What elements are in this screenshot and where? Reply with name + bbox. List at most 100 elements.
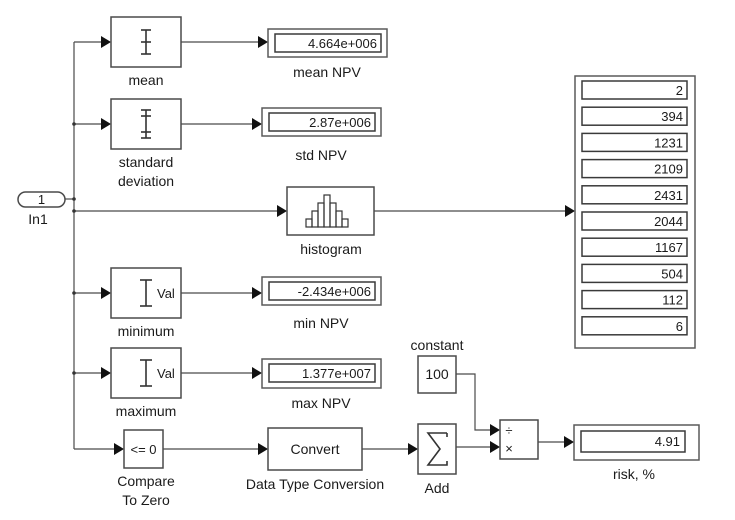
inport-in1[interactable]: 1 In1: [17, 191, 66, 227]
add-block-body[interactable]: [417, 423, 457, 475]
minimum-block[interactable]: Val minimum: [110, 267, 182, 339]
arrow-icon: [277, 205, 287, 217]
arrow-icon: [565, 205, 575, 217]
junction-dot: [72, 197, 76, 201]
display-field: [268, 363, 376, 383]
constant-block[interactable]: constant 100: [411, 337, 464, 394]
display-field: [580, 430, 686, 453]
histogram-count-field: [581, 80, 688, 100]
arrow-icon: [101, 118, 111, 130]
std-npv-value: 2.87e+006: [309, 115, 371, 130]
arrow-icon: [408, 443, 418, 455]
minimum-label: minimum: [118, 323, 175, 339]
signal-lines: [65, 41, 567, 450]
histogram-count-field: [581, 158, 688, 179]
arrow-icon: [101, 367, 111, 379]
min-npv-value: -2.434e+006: [298, 284, 371, 299]
display-field: [274, 33, 382, 53]
histogram-icon: [305, 194, 349, 228]
max-npv-label: max NPV: [291, 395, 351, 411]
minimum-icon-text: Val: [157, 286, 175, 301]
inport-label: In1: [28, 211, 48, 227]
constant-label: constant: [411, 337, 464, 353]
std-block-body[interactable]: [110, 98, 182, 150]
std-label-line2: deviation: [118, 173, 174, 189]
std-npv-label: std NPV: [295, 147, 347, 163]
histogram-count-value: 2044: [654, 214, 683, 229]
std-icon: [141, 109, 151, 139]
histogram-count-value: 2: [676, 83, 683, 98]
histogram-count-field: [581, 237, 688, 257]
constant-block-body[interactable]: [417, 355, 457, 394]
compare-block-body[interactable]: [123, 429, 164, 469]
histogram-count-field: [581, 263, 688, 284]
junction-dot: [72, 209, 76, 213]
convert-label: Data Type Conversion: [246, 476, 384, 492]
compare-icon-text: <= 0: [130, 442, 156, 457]
compare-to-zero-block[interactable]: <= 0 Compare To Zero: [117, 429, 175, 508]
inport-shape[interactable]: [17, 191, 66, 208]
maximum-label: maximum: [116, 403, 177, 419]
convert-block-body[interactable]: [267, 427, 363, 471]
arrow-icon: [490, 441, 500, 453]
display-risk[interactable]: 4.91 risk, %: [573, 424, 700, 482]
arrow-icon: [252, 287, 262, 299]
max-npv-value: 1.377e+007: [302, 366, 371, 381]
display-min-npv[interactable]: -2.434e+006 min NPV: [261, 276, 382, 331]
arrow-icon: [101, 36, 111, 48]
product-block-body[interactable]: [499, 419, 539, 460]
arrow-icon: [252, 118, 262, 130]
histogram-count-value: 394: [661, 109, 683, 124]
divide-icon: ÷: [505, 423, 512, 438]
std-label-line1: standard: [119, 154, 173, 170]
product-block[interactable]: ÷ ×: [499, 419, 539, 460]
display-std-npv[interactable]: 2.87e+006 std NPV: [261, 107, 382, 163]
mean-npv-value: 4.664e+006: [308, 36, 377, 51]
arrow-icon: [114, 443, 124, 455]
histogram-block[interactable]: histogram: [286, 186, 375, 257]
histogram-count-field: [581, 289, 688, 310]
add-label: Add: [425, 480, 450, 496]
junction-dot: [72, 291, 76, 295]
histogram-count-value: 1167: [655, 240, 683, 255]
data-type-conversion-block[interactable]: Convert Data Type Conversion: [246, 427, 384, 492]
display-field: [268, 281, 376, 301]
mean-npv-label: mean NPV: [293, 64, 361, 80]
histogram-count-value: 1231: [654, 135, 683, 150]
risk-label: risk, %: [613, 466, 655, 482]
maximum-block[interactable]: Val maximum: [110, 347, 182, 419]
display-max-npv[interactable]: 1.377e+007 max NPV: [261, 358, 382, 411]
min-npv-label: min NPV: [293, 315, 349, 331]
arrow-icon: [258, 36, 268, 48]
arrow-icon: [564, 436, 574, 448]
max-icon: [140, 359, 152, 387]
histogram-count-field: [581, 106, 688, 126]
convert-icon-text: Convert: [290, 441, 339, 457]
arrow-icon: [101, 287, 111, 299]
arrow-icon: [490, 424, 500, 436]
histogram-count-field: [581, 316, 688, 336]
display-mean-npv[interactable]: 4.664e+006 mean NPV: [267, 28, 388, 80]
histogram-count-field: [581, 132, 688, 153]
arrow-icon: [252, 367, 262, 379]
histogram-count-value: 2109: [654, 162, 683, 177]
histogram-count-value: 504: [661, 266, 683, 281]
sigma-icon: [426, 432, 448, 466]
histogram-count-value: 2431: [654, 188, 683, 203]
histogram-count-field: [581, 185, 688, 205]
histogram-count-value: 6: [676, 319, 683, 334]
maximum-block-body[interactable]: [110, 347, 182, 399]
histogram-count-field: [581, 211, 688, 231]
mean-label: mean: [128, 72, 163, 88]
histogram-label: histogram: [300, 241, 361, 257]
arrowheads: [101, 36, 575, 455]
multiply-icon: ×: [505, 441, 513, 456]
constant-value: 100: [425, 366, 449, 382]
mean-block[interactable]: mean: [110, 16, 182, 88]
junction-dot: [72, 371, 76, 375]
add-block[interactable]: Add: [417, 423, 457, 496]
std-block[interactable]: standard deviation: [110, 98, 182, 189]
display-field: [268, 112, 376, 132]
